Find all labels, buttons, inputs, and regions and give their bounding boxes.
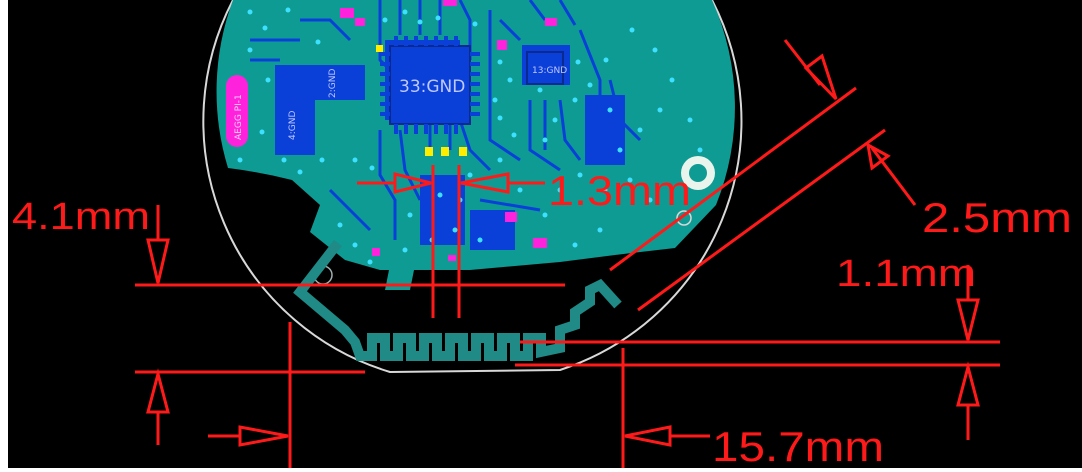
small-chip	[526, 51, 564, 85]
pill-component	[226, 75, 248, 147]
dim-label-2-5: 2.5mm	[922, 194, 1072, 241]
chip-small-label: 13:GND	[532, 66, 567, 76]
dim-label-1-1: 1.1mm	[836, 253, 976, 295]
dim-label-15-7: 15.7mm	[712, 423, 884, 470]
pill-label: AEGG PI-1	[234, 94, 244, 140]
dimension-arrows	[146, 53, 980, 447]
dim-label-1-3: 1.3mm	[548, 167, 691, 214]
chip-main-label: 33:GND	[399, 77, 465, 97]
main-chip	[380, 36, 480, 134]
fiducial-right	[676, 210, 692, 226]
dimension-lines	[135, 39, 1000, 468]
pad-b-label: 4:GND	[288, 111, 298, 140]
board-outline	[202, 0, 743, 374]
dim-label-4-1: 4.1mm	[12, 196, 150, 238]
pad-a-label: 2:GND	[328, 69, 338, 98]
